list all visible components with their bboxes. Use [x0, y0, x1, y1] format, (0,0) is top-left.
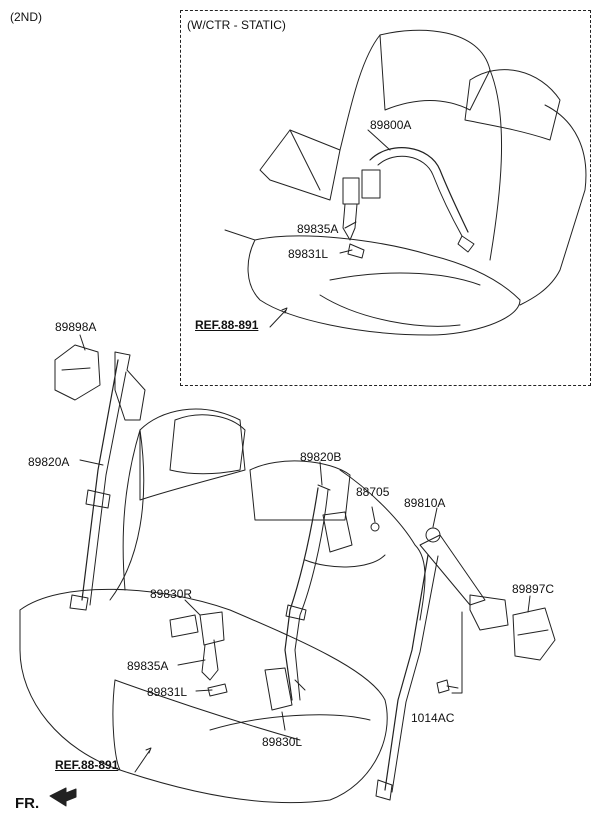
main-seat-illustration	[19, 334, 556, 804]
ref-link-bottom[interactable]: REF.88-891	[55, 758, 119, 772]
part-label-89830R[interactable]: 89830R	[150, 587, 193, 601]
part-label-89898A[interactable]: 89898A	[55, 320, 97, 334]
part-label-89820A[interactable]: 89820A	[28, 455, 70, 469]
inset-box	[180, 10, 591, 386]
part-label-89831L[interactable]: 89831L	[147, 685, 188, 699]
part-label-89835A[interactable]: 89835A	[127, 659, 169, 673]
ref-link-top[interactable]: REF.88-891	[195, 318, 259, 332]
part-label-89820B[interactable]: 89820B	[300, 450, 342, 464]
front-arrow-icon	[49, 787, 77, 807]
part-label-89897C[interactable]: 89897C	[512, 582, 555, 596]
part-label-88705[interactable]: 88705	[356, 485, 390, 499]
part-label-89800A[interactable]: 89800A	[370, 118, 412, 132]
inset-title: (W/CTR - STATIC)	[187, 18, 286, 32]
part-label-89810A[interactable]: 89810A	[404, 496, 446, 510]
part-label-1014AC[interactable]: 1014AC	[411, 711, 455, 725]
front-direction-label: FR.	[15, 795, 40, 812]
part-label-89830L[interactable]: 89830L	[262, 735, 303, 749]
part-label-89831L-inset[interactable]: 89831L	[288, 247, 329, 261]
row-label: (2ND)	[10, 10, 42, 24]
part-label-89835A-inset[interactable]: 89835A	[297, 222, 339, 236]
inset-seat-illustration	[224, 29, 587, 336]
